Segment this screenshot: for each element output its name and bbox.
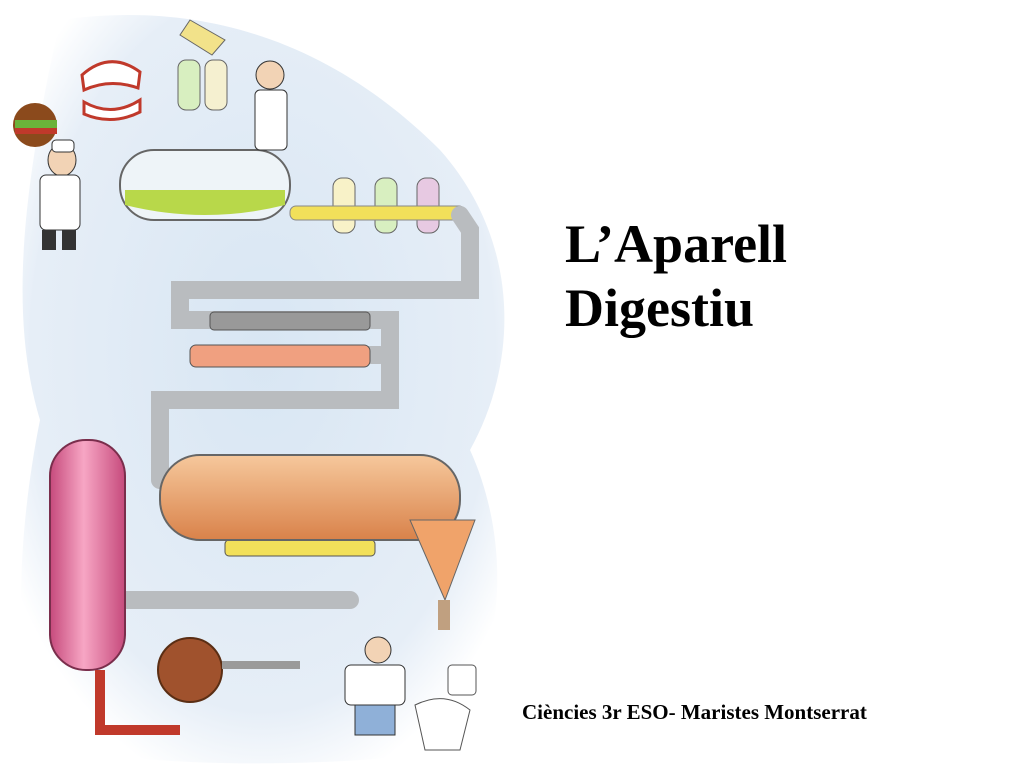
man-on-toilet-icon — [344, 636, 477, 751]
slide-footer: Ciències 3r ESO- Maristes Montserrat — [522, 700, 867, 724]
title-line-2: Digestiu — [565, 278, 754, 338]
teeth-icon — [80, 60, 142, 121]
pump-icon — [157, 637, 300, 703]
chef-with-burger-icon — [13, 103, 81, 250]
enzyme-bottles-icon — [289, 177, 466, 234]
digestive-machine-illustration — [13, 15, 505, 764]
pink-tank-icon — [49, 439, 180, 735]
intestine-trays-icon — [189, 311, 376, 557]
slide-title: L’Aparell Digestiu — [565, 212, 787, 340]
title-line-1: L’Aparell — [565, 214, 788, 274]
large-intestine-icon — [159, 454, 476, 630]
stomach-tank-icon — [119, 19, 291, 221]
